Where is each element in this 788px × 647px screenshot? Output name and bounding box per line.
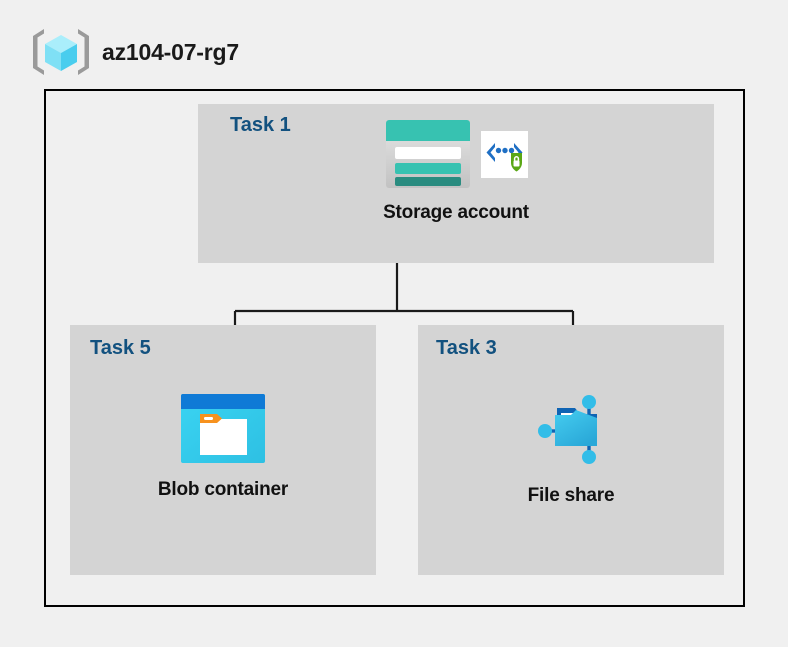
node-storage-account[interactable]: Storage account xyxy=(198,118,714,224)
resource-group-name: az104-07-rg7 xyxy=(102,38,239,65)
resource-group-icon xyxy=(30,26,92,78)
resource-group-header: az104-07-rg7 xyxy=(30,24,239,80)
task-label-1: Task 1 xyxy=(230,114,291,136)
file-share-icon xyxy=(531,388,611,468)
storage-account-icon-group xyxy=(384,118,528,190)
storage-account-icon xyxy=(384,118,472,190)
panel-task-3: Task 3 xyxy=(418,325,724,575)
file-share-caption: File share xyxy=(527,485,615,506)
blob-container-icon-group xyxy=(179,392,267,465)
task-label-5: Task 5 xyxy=(90,337,151,359)
secure-code-icon xyxy=(472,130,528,178)
node-blob-container[interactable]: Blob container xyxy=(70,392,376,501)
storage-account-caption: Storage account xyxy=(383,202,529,223)
node-file-share[interactable]: File share xyxy=(418,388,724,507)
resource-group-boundary xyxy=(44,89,745,607)
blob-container-icon xyxy=(179,392,267,465)
file-share-icon-group xyxy=(531,388,611,468)
task-label-3: Task 3 xyxy=(436,337,497,359)
blob-container-caption: Blob container xyxy=(157,479,289,500)
